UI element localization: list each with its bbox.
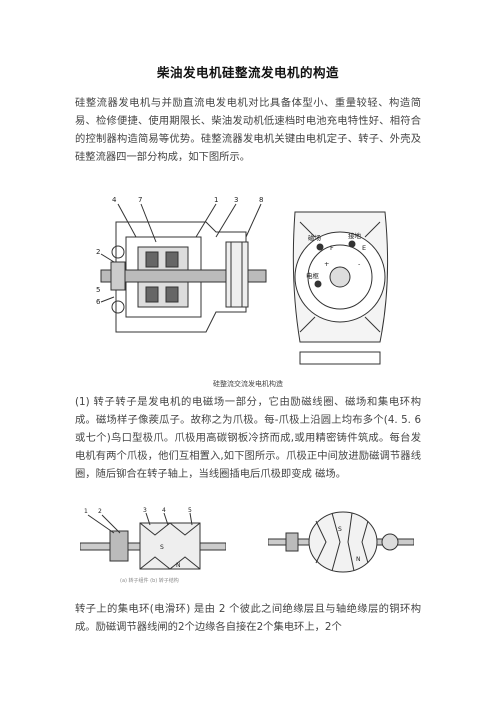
fig4-label-n: N xyxy=(356,556,361,563)
fig2-label-e: E xyxy=(362,244,366,252)
fig3-label-4: 4 xyxy=(162,507,166,514)
fig2-label-ground: 接地 xyxy=(348,231,362,240)
fig2-label-field: 磁场 xyxy=(308,233,322,242)
fig3-label-s: S xyxy=(160,544,164,551)
figure-caption-rotor: (a) 转子组件 (b) 转子结构 xyxy=(120,578,179,584)
fig3-label-5: 5 xyxy=(188,507,192,514)
fig1-label-7: 7 xyxy=(138,196,142,204)
fig1-label-3: 3 xyxy=(234,196,238,204)
fig1-label-2: 2 xyxy=(96,248,100,256)
paragraph-intro: 硅整流器发电机与并励直流电发电机对比具备体型小、重量较轻、构造简易、检修便捷、使… xyxy=(75,97,421,163)
alternator-section-figure: 4 7 1 3 8 2 5 6 xyxy=(96,196,267,333)
claw-pole-rotor-figure: S N xyxy=(268,511,414,573)
fig3-label-1: 1 xyxy=(84,508,88,515)
fig1-label-4: 4 xyxy=(112,196,117,204)
fig4-label-s: S xyxy=(338,526,342,533)
fig1-label-1: 1 xyxy=(214,196,218,204)
fig2-label-plus: + xyxy=(324,260,329,268)
fig1-label-6: 6 xyxy=(96,298,101,306)
page-title: 柴油发电机硅整流发电机的构造 xyxy=(156,65,339,80)
fig2-label-armature: 电枢 xyxy=(306,271,320,280)
fig1-label-8: 8 xyxy=(259,196,263,204)
alternator-rear-view-figure: 磁场 接地 电枢 + - F E xyxy=(292,211,389,365)
fig3-label-n: N xyxy=(176,562,181,569)
fig3-label-2: 2 xyxy=(98,508,102,515)
figure-caption-alternator: 硅整流交流发电机构造 xyxy=(213,380,283,388)
paragraph-slip-rings: 转子上的集电环(电滑环) 是由 2 个彼此之间绝缘层且与轴绝缘层的铜环构成。励磁… xyxy=(75,603,421,633)
rotor-assembly-figure: 1 2 3 4 5 S N xyxy=(80,507,226,570)
paragraph-rotor: (1) 转子转子是发电机的电磁场一部分，它由励磁线圈、磁场和集电环构成。磁场样子… xyxy=(75,396,421,480)
fig3-label-3: 3 xyxy=(143,507,147,514)
fig2-label-minus: - xyxy=(358,260,361,268)
fig2-label-f: F xyxy=(330,244,334,252)
fig1-label-5: 5 xyxy=(96,286,100,294)
